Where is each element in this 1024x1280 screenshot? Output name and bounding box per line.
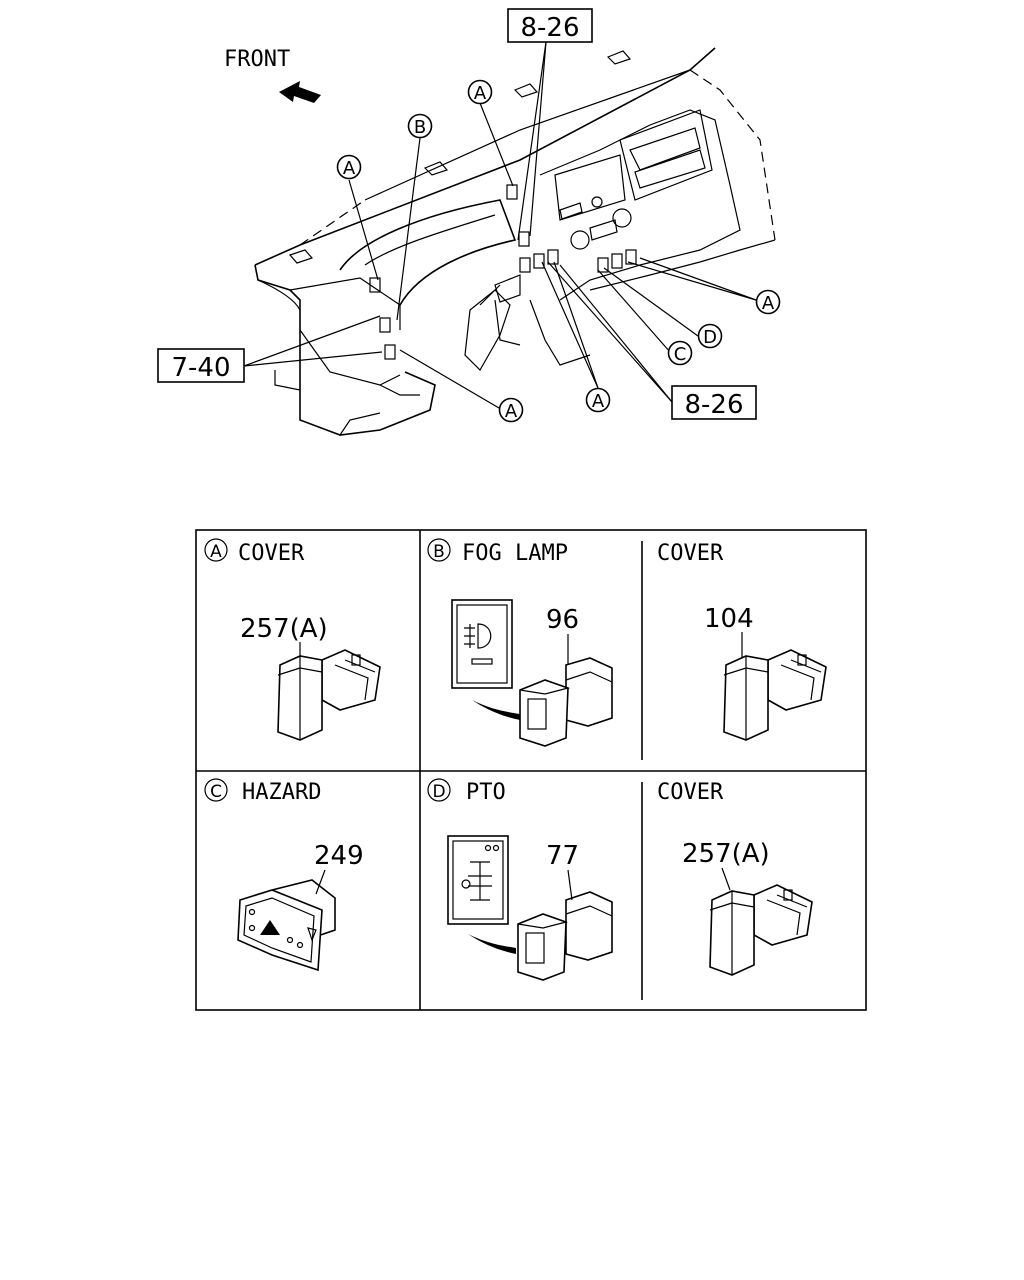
cell-c-title: HAZARD xyxy=(242,780,321,805)
callout-D: D xyxy=(697,323,723,349)
front-label: FRONT xyxy=(224,47,290,72)
callout-B: B xyxy=(407,113,433,139)
cover-switch-icon xyxy=(723,649,827,741)
svg-text:B: B xyxy=(414,117,426,138)
ref-box-7-40: 7-40 xyxy=(157,348,245,383)
cell-d-title: PTO xyxy=(466,780,506,805)
parts-table: A COVER 257(A) B FOG LAMP 96 xyxy=(195,529,867,1011)
svg-text:A: A xyxy=(762,293,775,314)
pto-switch-icon xyxy=(517,891,613,981)
cell-b-part-number: 96 xyxy=(546,605,579,635)
svg-text:B: B xyxy=(433,542,445,562)
cell-cover-104-part-number: 104 xyxy=(704,604,754,634)
cover-switch-icon xyxy=(277,649,381,741)
fog-lamp-switch-icon xyxy=(519,657,613,747)
callout-A-bottom-center: A xyxy=(585,387,611,413)
callout-C: C xyxy=(667,340,693,366)
cell-cover-257a-title: COVER xyxy=(657,780,724,805)
leader-lines xyxy=(243,41,757,409)
ref-box-8-26-top: 8-26 xyxy=(507,8,593,43)
fog-lamp-symbol-icon xyxy=(451,599,513,689)
cover-switch-icon xyxy=(709,884,813,976)
svg-text:A: A xyxy=(474,83,487,104)
dashboard-outline xyxy=(254,47,776,436)
svg-text:8-26: 8-26 xyxy=(520,13,579,43)
cell-cover-104: COVER 104 xyxy=(657,541,827,741)
svg-text:D: D xyxy=(703,327,717,348)
arrow-to-switch-icon xyxy=(472,700,520,720)
callout-A-bottom-left: A xyxy=(498,397,524,423)
svg-text:D: D xyxy=(432,782,445,802)
cell-a-title: COVER xyxy=(238,541,305,566)
svg-text:A: A xyxy=(592,391,605,412)
svg-text:C: C xyxy=(210,782,222,802)
dashboard-overview: FRONT xyxy=(157,8,781,436)
cell-c-part-number: 249 xyxy=(314,841,364,871)
callout-A-left: A xyxy=(336,154,362,180)
cell-d-pto: D PTO 77 xyxy=(427,778,613,981)
arrow-to-switch-icon xyxy=(468,934,516,954)
front-arrow-icon xyxy=(279,81,321,103)
callout-A-right: A xyxy=(755,289,781,315)
svg-text:8-26: 8-26 xyxy=(684,390,743,420)
cell-cover-104-title: COVER xyxy=(657,541,724,566)
svg-text:A: A xyxy=(210,542,222,562)
cell-d-part-number: 77 xyxy=(546,841,579,871)
ref-box-8-26-bottom: 8-26 xyxy=(671,385,757,420)
cell-cover-257a: COVER 257(A) xyxy=(657,780,813,976)
svg-text:7-40: 7-40 xyxy=(171,353,230,383)
callout-A-top: A xyxy=(467,79,493,105)
hazard-triangle-icon xyxy=(260,920,280,935)
svg-text:A: A xyxy=(505,401,518,422)
cell-b-fog-lamp: B FOG LAMP 96 xyxy=(427,538,613,747)
cell-c-hazard: C HAZARD 249 xyxy=(204,778,364,972)
svg-text:A: A xyxy=(343,158,356,179)
pto-symbol-icon xyxy=(447,835,509,925)
hazard-switch-icon xyxy=(237,879,336,972)
svg-text:C: C xyxy=(674,344,687,365)
cell-a-cover: A COVER 257(A) xyxy=(204,538,381,741)
cell-b-title: FOG LAMP xyxy=(462,541,568,566)
cell-cover-257a-part-number: 257(A) xyxy=(682,839,770,869)
cell-a-part-number: 257(A) xyxy=(240,614,328,644)
